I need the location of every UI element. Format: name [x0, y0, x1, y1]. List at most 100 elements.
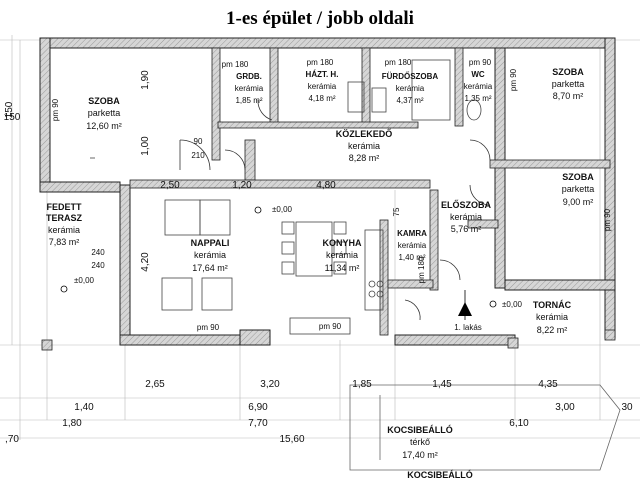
room-name: KOCSIBEÁLLÓ — [387, 424, 453, 435]
furniture — [90, 59, 482, 335]
dining-chair — [333, 221, 347, 235]
dim-label: 1,40 — [74, 402, 94, 413]
room-floor: kerámia — [48, 225, 80, 235]
level-label: ±0,00 — [74, 276, 95, 285]
door-dim: 75 — [392, 207, 401, 216]
dining-table — [295, 221, 333, 277]
car-outline — [349, 384, 621, 471]
stove-burner — [376, 290, 384, 298]
room-floor: kerámia — [464, 82, 493, 91]
room-floor: kerámia — [450, 212, 482, 222]
room-name: TORNÁC — [533, 300, 572, 310]
room-name: SZOBA — [552, 67, 584, 77]
dim-label: 1,80 — [62, 418, 82, 429]
stove-burner — [368, 290, 376, 298]
dining-chair — [333, 241, 347, 255]
room-area: 5,76 m² — [451, 224, 482, 234]
room-floor: kerámia — [308, 82, 337, 91]
room-floor: kerámia — [536, 312, 568, 322]
room-floor: kerámia — [194, 250, 226, 260]
room-area: 1,40 m² — [398, 253, 425, 262]
room-floor: kerámia — [396, 84, 425, 93]
door-dim: 90 — [194, 137, 203, 146]
bathtub — [411, 59, 451, 121]
room-name: FÜRDŐSZOBA — [382, 72, 439, 81]
room-area: 8,28 m² — [349, 153, 380, 163]
sofa-cushion — [161, 277, 193, 311]
room-name: WC — [471, 70, 485, 79]
parapet-label: pm 90 — [197, 323, 220, 332]
dim-label: 3,20 — [260, 379, 280, 390]
room-area: 4,37 m² — [396, 96, 423, 105]
room-floor: kerámia — [326, 250, 358, 260]
level-label: ±0,00 — [272, 205, 293, 214]
door-dim: 240 — [91, 248, 105, 257]
dim-label: 15,60 — [279, 434, 304, 445]
dim-label: 1,00 — [140, 136, 151, 156]
parapet-label: pm 180 — [385, 58, 412, 67]
level-label: ±0,00 — [502, 300, 523, 309]
dim-label: 150 — [4, 112, 21, 123]
room-name: SZOBA — [562, 172, 594, 182]
kitchen-counter — [364, 229, 384, 311]
room-name: GRDB. — [236, 72, 262, 81]
washbasin — [371, 87, 387, 113]
dim-label: 3,00 — [555, 402, 575, 413]
room-floor: parketta — [562, 184, 595, 194]
room-floor: kerámia — [398, 241, 427, 250]
washbasin — [347, 81, 365, 113]
entrance-marker — [458, 290, 472, 320]
dim-label: 7,70 — [248, 418, 268, 429]
columns — [41, 329, 616, 351]
room-name: TERASZ — [46, 213, 83, 223]
room-area: 17,40 m² — [402, 450, 438, 460]
room-area: 11,34 m² — [325, 263, 360, 273]
room-area: 9,00 m² — [563, 197, 594, 207]
parapet-label: pm 90 — [319, 322, 342, 331]
dim-label: 2,65 — [145, 379, 165, 390]
room-name: KAMRA — [397, 229, 427, 238]
apartment-label: 1. lakás — [454, 323, 482, 332]
room-floor: kerámia — [235, 84, 264, 93]
room-name: ELŐSZOBA — [441, 199, 492, 210]
dim-label: 4,80 — [316, 180, 336, 191]
parapet-label: pm 180 — [222, 60, 249, 69]
room-name: KOCSIBEÁLLÓ — [407, 469, 473, 480]
room-area: 8,70 m² — [553, 91, 584, 101]
toilet — [466, 99, 482, 121]
room-name: HÁZT. H. — [306, 70, 339, 79]
dim-label: 1,90 — [140, 70, 151, 90]
inner-walls — [129, 47, 611, 336]
dim-label: 1,85 — [352, 379, 372, 390]
parapet-label: pm 90 — [469, 58, 492, 67]
kitchen-counter — [289, 317, 351, 335]
room-area: 12,60 m² — [86, 121, 122, 131]
dining-chair — [281, 261, 295, 275]
room-area: 8,22 m² — [537, 325, 568, 335]
room-floor: parketta — [88, 108, 121, 118]
dim-label: 4,20 — [140, 252, 151, 272]
door-dim: 210 — [191, 151, 205, 160]
dining-chair — [281, 221, 295, 235]
dim-label: 1,45 — [432, 379, 452, 390]
parapet-label: pm 90 — [51, 98, 60, 121]
dimensions: 2,50 1,20 4,80 2,65 3,20 1,85 1,45 4,35 … — [4, 70, 633, 445]
room-name: SZOBA — [88, 96, 120, 106]
door-dim: 240 — [91, 261, 105, 270]
room-name: FEDETT — [47, 202, 83, 212]
dining-chair — [333, 261, 347, 275]
plan-title: 1-es épület / jobb oldali — [226, 8, 414, 29]
dim-label: 1,20 — [232, 180, 252, 191]
sofa-cushion — [199, 199, 231, 236]
room-area: 7,83 m² — [49, 237, 80, 247]
room-floor: térkő — [410, 437, 430, 447]
sofa-cushion — [164, 199, 201, 236]
room-name: NAPPALI — [191, 238, 230, 248]
room-area: 4,18 m² — [308, 94, 335, 103]
dim-label: ,70 — [5, 434, 19, 445]
stove-burner — [376, 280, 384, 288]
door-swings — [179, 99, 491, 321]
dim-label: 2,50 — [160, 180, 180, 191]
dim-label: 30 — [621, 402, 633, 413]
